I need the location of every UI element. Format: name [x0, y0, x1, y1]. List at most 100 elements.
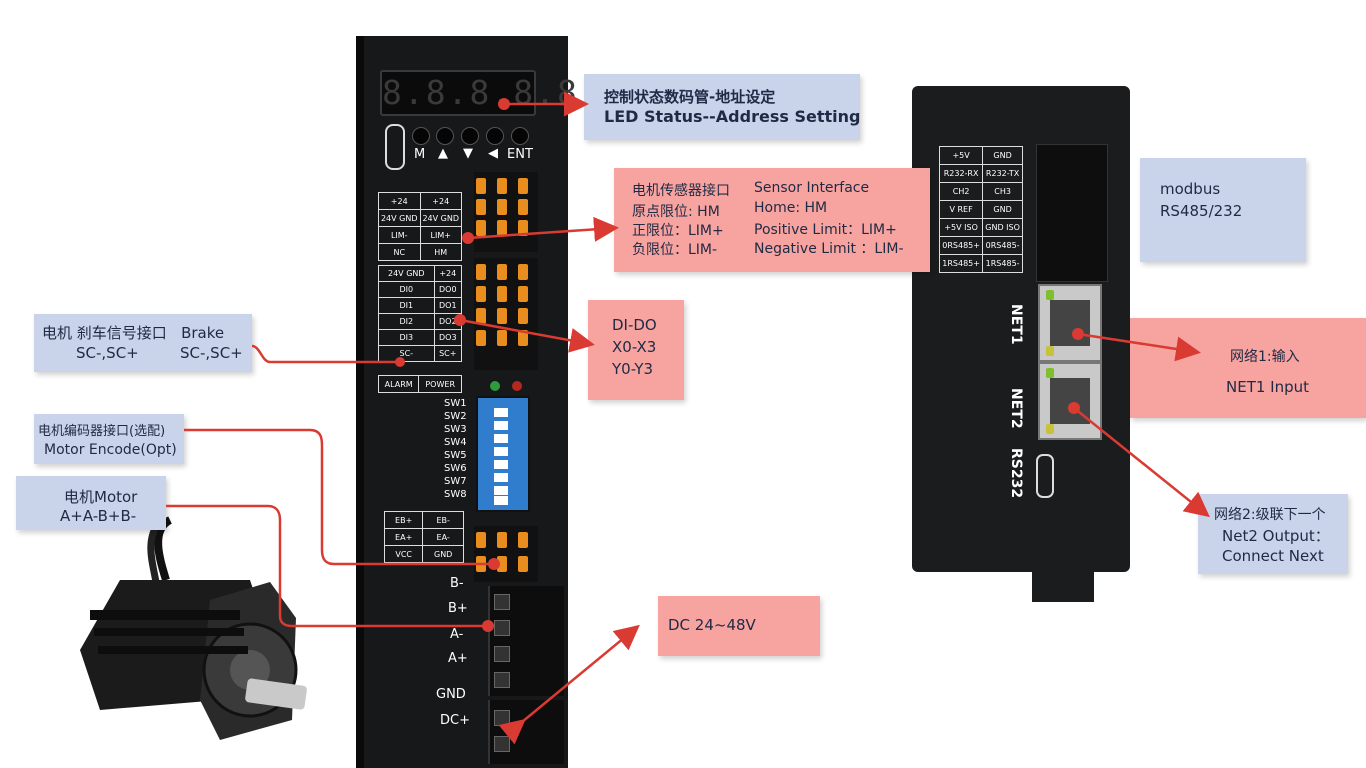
dip-toggle[interactable] [494, 408, 508, 417]
callout-text: RS485/232 [1160, 202, 1243, 220]
anchor-dot [395, 357, 405, 367]
sw-label: SW6 [444, 463, 467, 474]
net2-led [1046, 368, 1054, 378]
sw-label: SW4 [444, 437, 467, 448]
rs232-port[interactable] [1036, 454, 1054, 498]
callout-text: Home: HM [754, 200, 828, 216]
callout-text: 电机Motor [64, 488, 138, 506]
callout-text: Net2 Output： [1222, 527, 1330, 545]
callout-text: 控制状态数码管-地址设定 [604, 88, 776, 106]
anchor-dot [482, 620, 494, 632]
terminal-springs [476, 532, 532, 548]
terminal-label-b-minus: B- [450, 576, 464, 591]
button-label-down: ▼ [463, 146, 473, 161]
callout-text: 原点限位: HM [632, 204, 720, 220]
leader-dc [498, 624, 640, 745]
terminal-label-a-plus: A+ [448, 651, 468, 666]
callout-text: DC 24~48V [668, 616, 756, 634]
anchor-dot [454, 314, 466, 326]
net1-led [1046, 290, 1054, 300]
screw-slot [494, 594, 510, 610]
net2-port[interactable] [1038, 362, 1102, 440]
callout-text: SC-,SC+ [180, 344, 243, 362]
button-label-up: ▲ [438, 146, 448, 161]
callout-text: modbus [1160, 180, 1221, 198]
callout-motor: 电机Motor A+A-B+B- [16, 476, 166, 530]
dip-toggle[interactable] [494, 460, 508, 469]
callout-sensor-interface: 电机传感器接口 原点限位: HM 正限位：LIM+ 负限位：LIM- Senso… [614, 168, 930, 272]
pin-label: VCC [383, 545, 424, 563]
callout-text: Connect Next [1222, 547, 1324, 565]
callout-text: 电机传感器接口 [632, 183, 730, 199]
callout-text: Negative Limit ：LIM- [754, 241, 904, 257]
power-led-green [490, 381, 500, 391]
dip-toggle[interactable] [494, 473, 508, 482]
mode-button [412, 127, 430, 145]
pin-label: DO0 [433, 281, 463, 298]
sw-label: SW8 [444, 489, 467, 500]
callout-text: NET1 Input [1226, 378, 1310, 396]
down-button [461, 127, 479, 145]
dip-toggle[interactable] [494, 434, 508, 443]
terminal-label-dc-plus: DC+ [440, 713, 470, 728]
callout-text: 电机编码器接口(选配) [38, 424, 166, 439]
terminal-label-b-plus: B+ [448, 601, 468, 616]
pin-label: 0RS485- [982, 236, 1023, 255]
dip-toggle[interactable] [494, 421, 508, 430]
callout-encoder: 电机编码器接口(选配) Motor Encode(Opt) [34, 414, 184, 464]
terminal-springs [476, 199, 532, 215]
power-label: POWER [418, 375, 462, 393]
callout-led-status: 控制状态数码管-地址设定 LED Status--Address Setting [584, 74, 860, 140]
pin-label: +24 [433, 265, 463, 282]
anchor-dot [488, 558, 500, 570]
terminal-springs [476, 330, 532, 346]
callout-di-do: DI-DO X0-X3 Y0-Y3 [588, 300, 684, 400]
left-button [486, 127, 504, 145]
callout-text: Positive Limit：LIM+ [754, 222, 897, 238]
pin-label: +24 [419, 192, 462, 210]
button-label-ent: ENT [507, 147, 533, 162]
port-socket [1050, 300, 1090, 346]
net2-led [1046, 424, 1054, 434]
callout-text: 网络2:级联下一个 [1214, 507, 1326, 523]
callout-text: DI-DO [612, 316, 657, 334]
pin-label: SC+ [433, 345, 463, 362]
anchor-dot [1072, 328, 1084, 340]
terminal-springs [476, 220, 532, 236]
dip-switch[interactable] [476, 396, 530, 512]
driver-mounting-edge [356, 36, 364, 768]
pin-label: GND [422, 545, 464, 563]
terminal-springs [476, 308, 532, 324]
callout-brake: 电机 刹车信号接口 Brake SC-,SC+ SC-,SC+ [34, 314, 252, 372]
callout-text: SC-,SC+ [76, 344, 139, 362]
dip-toggle[interactable] [494, 496, 508, 505]
callout-text: X0-X3 [612, 338, 657, 356]
terminal-springs [476, 264, 532, 280]
pin-label: DO1 [433, 297, 463, 314]
net1-led [1046, 346, 1054, 356]
button-label-m: M [414, 147, 426, 162]
dip-toggle[interactable] [494, 447, 508, 456]
sw-label: SW3 [444, 424, 467, 435]
up-button [436, 127, 454, 145]
leader-brake [251, 344, 400, 364]
sw-label: SW2 [444, 411, 467, 422]
leader-encoder [184, 428, 494, 566]
com-pin-header[interactable] [1036, 144, 1108, 282]
anchor-dot [1068, 402, 1080, 414]
callout-text: 负限位：LIM- [632, 242, 718, 258]
anchor-dot [462, 232, 474, 244]
pin-label: 1RS485- [982, 254, 1023, 273]
callout-net2: 网络2:级联下一个 Net2 Output： Connect Next [1198, 494, 1348, 574]
terminal-springs [476, 286, 532, 302]
dip-toggle[interactable] [494, 486, 508, 495]
leader-sensor [467, 216, 619, 242]
sw-label: SW5 [444, 450, 467, 461]
mounting-tab [1032, 566, 1094, 602]
terminal-springs [476, 178, 532, 194]
